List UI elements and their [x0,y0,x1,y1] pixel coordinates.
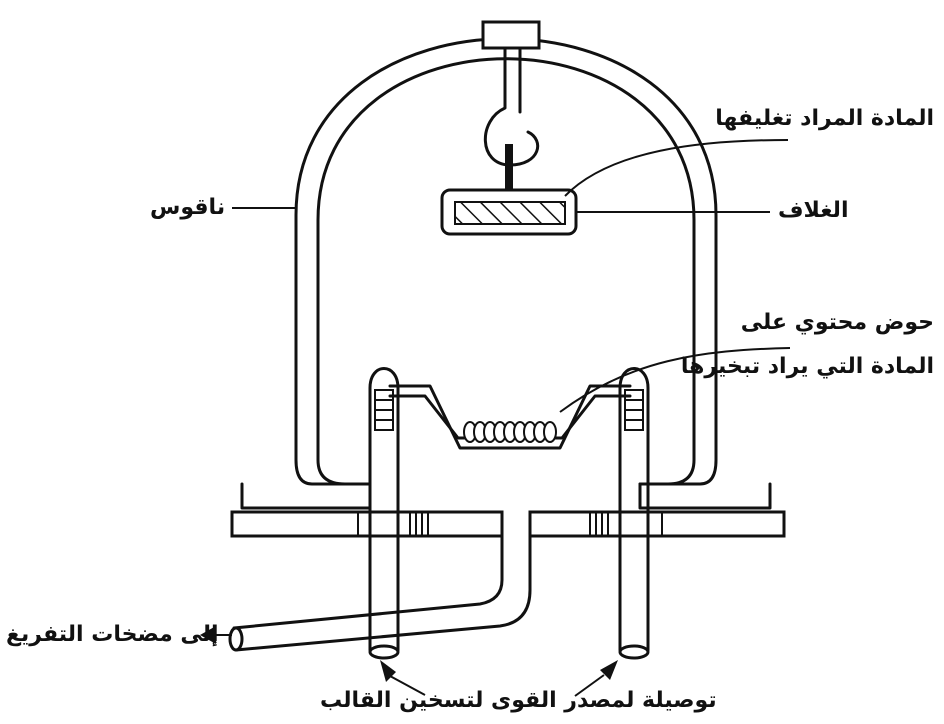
label-vacuum-pumps: إلى مضخات التفريغ [6,622,219,647]
leader-material [564,139,789,197]
base-plate-ticks [357,512,663,536]
hanging-rod [505,144,513,202]
arrow-vacuum [200,626,216,644]
vacuum-pipe [232,510,532,652]
boat-coil [463,421,557,443]
leader-basin [559,347,791,413]
label-bell-jar: ناقوس [150,195,226,220]
base-plate-right [528,510,786,538]
label-basin-line1: حوض محتوي على [740,310,934,335]
coating-material [454,201,566,225]
label-basin-line2: المادة التي يراد تبخيرها [680,354,934,379]
arrow-power-right [600,660,618,680]
label-coating-material: المادة المراد تغليفها [715,106,934,131]
hook-mount [481,20,541,50]
label-power-connection: توصيلة لمصدر القوى لتسخين القالب [320,688,717,713]
label-coating: الغلاف [778,198,849,223]
arrow-power-left [380,660,396,682]
base-plate-left [230,510,504,538]
evaporation-boat [388,384,632,450]
